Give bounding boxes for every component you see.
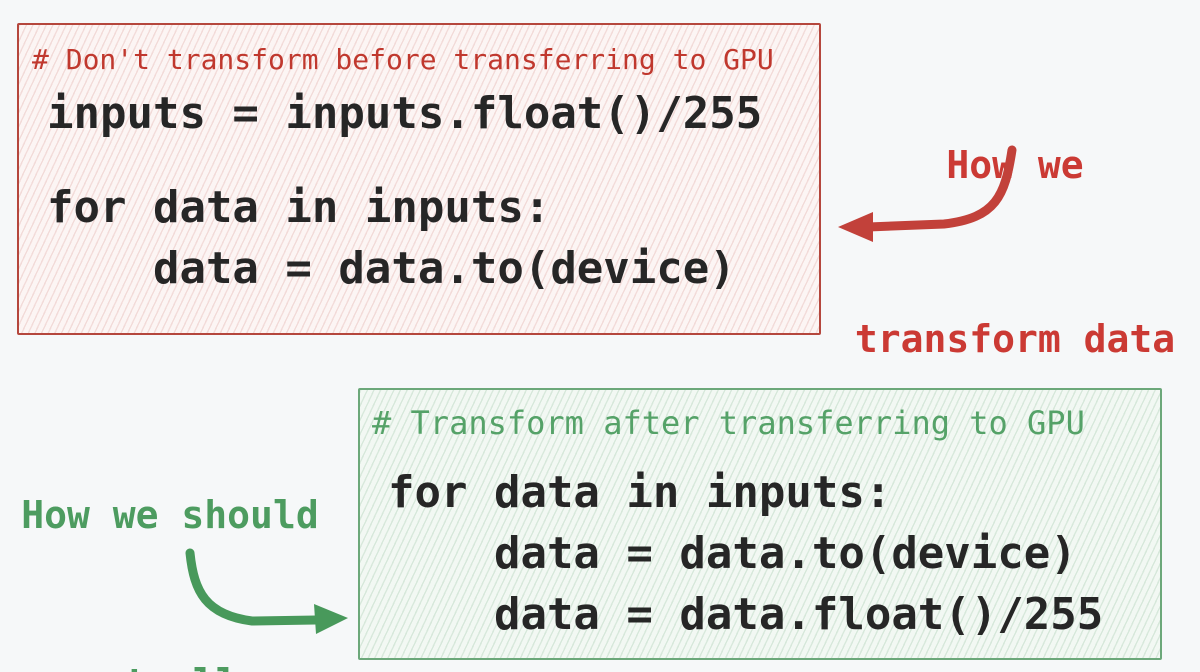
red-code-comment: # Don't transform before transferring to… (32, 43, 774, 76)
green-code-box: # Transform after transferring to GPU fo… (358, 388, 1162, 660)
green-code-comment: # Transform after transferring to GPU (372, 404, 1085, 442)
green-annotation: How we should actually transform (0, 375, 340, 672)
red-annotation-line: transform data (854, 317, 1176, 361)
code-line: for data in inputs: (47, 182, 551, 233)
red-code-block: inputs = inputs.float()/255 for data in … (47, 85, 762, 301)
code-line: data = data.float()/255 (388, 589, 1104, 640)
green-annotation-line: actually (0, 655, 340, 672)
code-line: for data in inputs: (388, 467, 892, 518)
red-annotation: How we transform data (835, 20, 1195, 484)
red-code-box: # Don't transform before transferring to… (17, 23, 821, 335)
code-line-blank (47, 146, 762, 179)
code-line: data = data.to(device) (388, 528, 1077, 579)
green-annotation-line: How we should (21, 493, 319, 537)
green-code-block: for data in inputs: data = data.to(devic… (388, 464, 1103, 647)
red-annotation-line: How we (946, 143, 1084, 187)
code-line: data = data.to(device) (47, 243, 736, 294)
code-line: inputs = inputs.float()/255 (47, 88, 763, 139)
